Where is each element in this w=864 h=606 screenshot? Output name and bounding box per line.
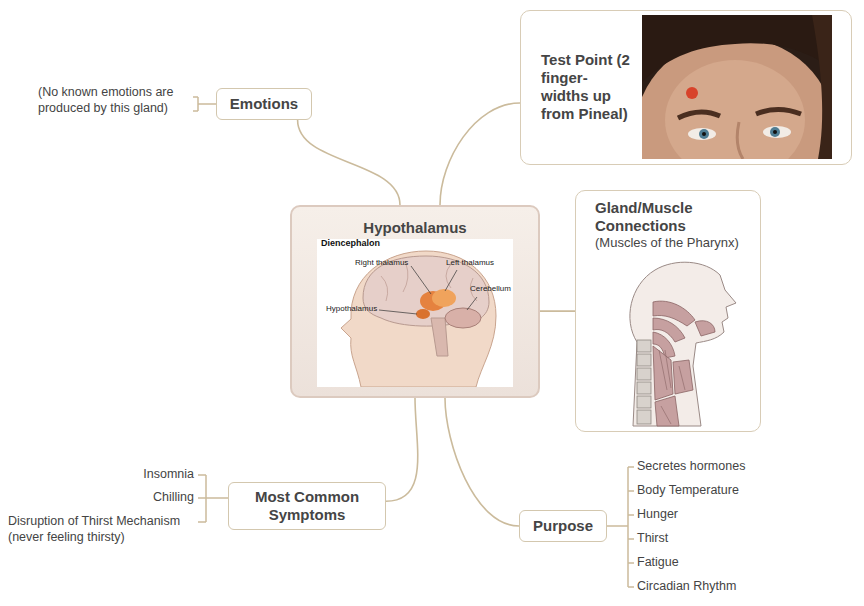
leaf-text: Circadian Rhythm xyxy=(637,579,736,595)
text-group: Test Point (2 finger-widths up from Pine… xyxy=(541,51,633,123)
branch-box: Emotions xyxy=(216,88,312,120)
node-heading: Purpose xyxy=(533,517,593,535)
branch-connector xyxy=(298,120,400,205)
text-group: Emotions xyxy=(217,89,311,119)
illustration-title: Diencephalon xyxy=(321,238,380,249)
leaf-text: Insomnia xyxy=(143,467,194,483)
node-heading: Hypothalamus xyxy=(292,219,538,237)
part-label: Left thalamus xyxy=(446,258,494,268)
text-group: Hypothalamus xyxy=(292,219,538,237)
branch-connector xyxy=(540,310,575,312)
leaf-text: Body Temperature xyxy=(637,483,739,499)
part-label: Hypothalamus xyxy=(326,304,377,314)
text-group: Most Common Symptoms xyxy=(229,483,385,529)
branch-connector xyxy=(440,103,520,205)
node-heading: Most Common Symptoms xyxy=(242,488,372,524)
node-heading: Gland/Muscle Connections xyxy=(595,199,755,235)
central-topic-box: Hypothalamus xyxy=(290,205,540,398)
leaf-text: Hunger xyxy=(637,507,678,523)
branch-note: (No known emotions are produced by this … xyxy=(38,85,188,116)
branch-connector xyxy=(445,398,519,526)
leaf-text: Disruption of Thirst Mechanism (never fe… xyxy=(8,514,194,545)
branch-box: Purpose xyxy=(519,510,607,542)
leaf-text: Secretes hormones xyxy=(637,459,745,475)
connections-box: Gland/Muscle Connections(Muscles of the … xyxy=(575,190,761,432)
text-group: Gland/Muscle Connections(Muscles of the … xyxy=(595,199,755,251)
node-heading: Test Point (2 finger-widths up from Pine… xyxy=(541,51,633,123)
part-label: Right thalamus xyxy=(355,258,408,268)
text-group: Purpose xyxy=(520,511,606,541)
leaf-text: Fatigue xyxy=(637,555,679,571)
branch-box: Most Common Symptoms xyxy=(228,482,386,530)
node-heading: Emotions xyxy=(230,95,298,113)
node-subtitle: (Muscles of the Pharynx) xyxy=(595,235,755,251)
branch-connector xyxy=(386,398,418,501)
leaf-text: Chilling xyxy=(153,490,194,506)
test-point-box: Test Point (2 finger-widths up from Pine… xyxy=(520,10,852,165)
part-label: Cerebellum xyxy=(470,284,511,294)
leaf-text: Thirst xyxy=(637,531,668,547)
